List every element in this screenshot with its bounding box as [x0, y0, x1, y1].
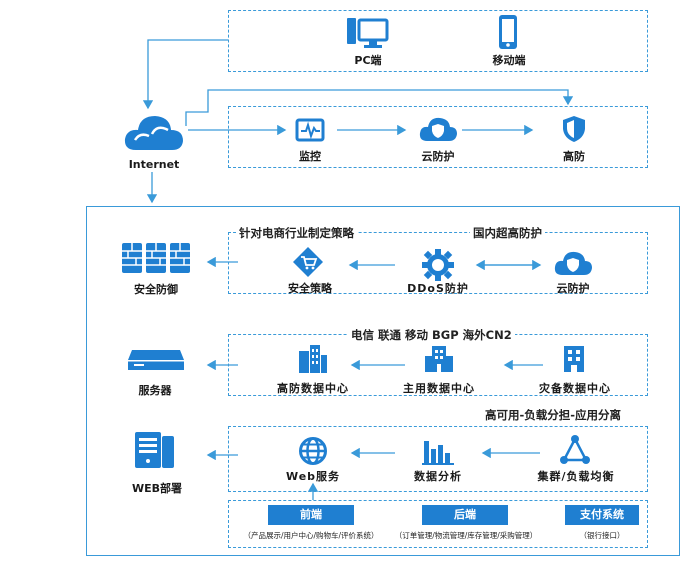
firewall-icon — [122, 243, 190, 273]
high-dc-building-icon — [299, 345, 327, 373]
cloud-protect-label: 云防护 — [556, 282, 590, 295]
strategy-cart-icon — [293, 247, 323, 277]
pc-icon — [347, 18, 389, 48]
tag-carriers: 电信 联通 移动 BGP 海外CN2 — [348, 328, 515, 342]
security-defense-label: 安全防御 — [134, 283, 178, 296]
backup-dc-building-icon — [564, 346, 584, 372]
server-side-box — [86, 206, 680, 556]
systems-box — [228, 500, 648, 548]
frontend-sub: （产品展示/用户中心/购物车/评价系统） — [243, 531, 379, 540]
mobile-label: 移动端 — [492, 54, 526, 67]
edge-box — [228, 106, 648, 168]
backend-bar: 后端 — [422, 505, 508, 525]
backend-sub: （订单管理/物流管理/库存管理/采购管理） — [394, 531, 538, 540]
backup-dc-label: 灾备数据中心 — [539, 382, 611, 395]
server-label: 服务器 — [138, 384, 172, 397]
high-dc-label: 高防数据中心 — [277, 382, 349, 395]
web-deploy-label: WEB部署 — [131, 482, 183, 495]
tag-high-protection: 国内超高防护 — [470, 226, 545, 240]
monitor-icon — [295, 118, 325, 142]
ddos-gear-icon — [422, 249, 454, 281]
defense-label: 高防 — [563, 150, 585, 163]
web-box — [228, 426, 648, 492]
internet-label: Internet — [128, 158, 180, 171]
ddos-label: DDoS防护 — [407, 282, 469, 295]
client-box — [228, 10, 648, 72]
tag-high-availability: 高可用-负载分担-应用分离 — [482, 408, 625, 422]
server-icon — [128, 350, 184, 370]
analytics-chart-icon — [422, 441, 454, 465]
payment-bar: 支付系统 — [565, 505, 639, 525]
main-dc-building-icon — [425, 346, 453, 372]
edge-cloud-label: 云防护 — [421, 150, 455, 163]
main-dc-label: 主用数据中心 — [403, 382, 475, 395]
globe-icon — [299, 437, 327, 465]
monitor-label: 监控 — [299, 150, 321, 163]
web-deploy-server-icon — [135, 432, 174, 468]
frontend-bar: 前端 — [268, 505, 354, 525]
shield-icon — [563, 116, 585, 142]
security-box — [228, 232, 648, 294]
pc-label: PC端 — [354, 54, 382, 67]
payment-sub: （银行接口） — [579, 531, 625, 540]
tag-ecommerce-strategy: 针对电商行业制定策略 — [236, 226, 357, 240]
internet-cloud-icon — [124, 116, 183, 150]
web-service-label: Web服务 — [285, 470, 341, 483]
cloud-protect-icon — [554, 251, 592, 275]
mobile-icon — [499, 15, 517, 49]
data-analysis-label: 数据分析 — [414, 470, 462, 483]
cloud-shield-icon — [419, 117, 457, 141]
cluster-network-icon — [560, 435, 590, 464]
cluster-label: 集群/负载均衡 — [537, 470, 615, 483]
strategy-label: 安全策略 — [288, 282, 332, 295]
